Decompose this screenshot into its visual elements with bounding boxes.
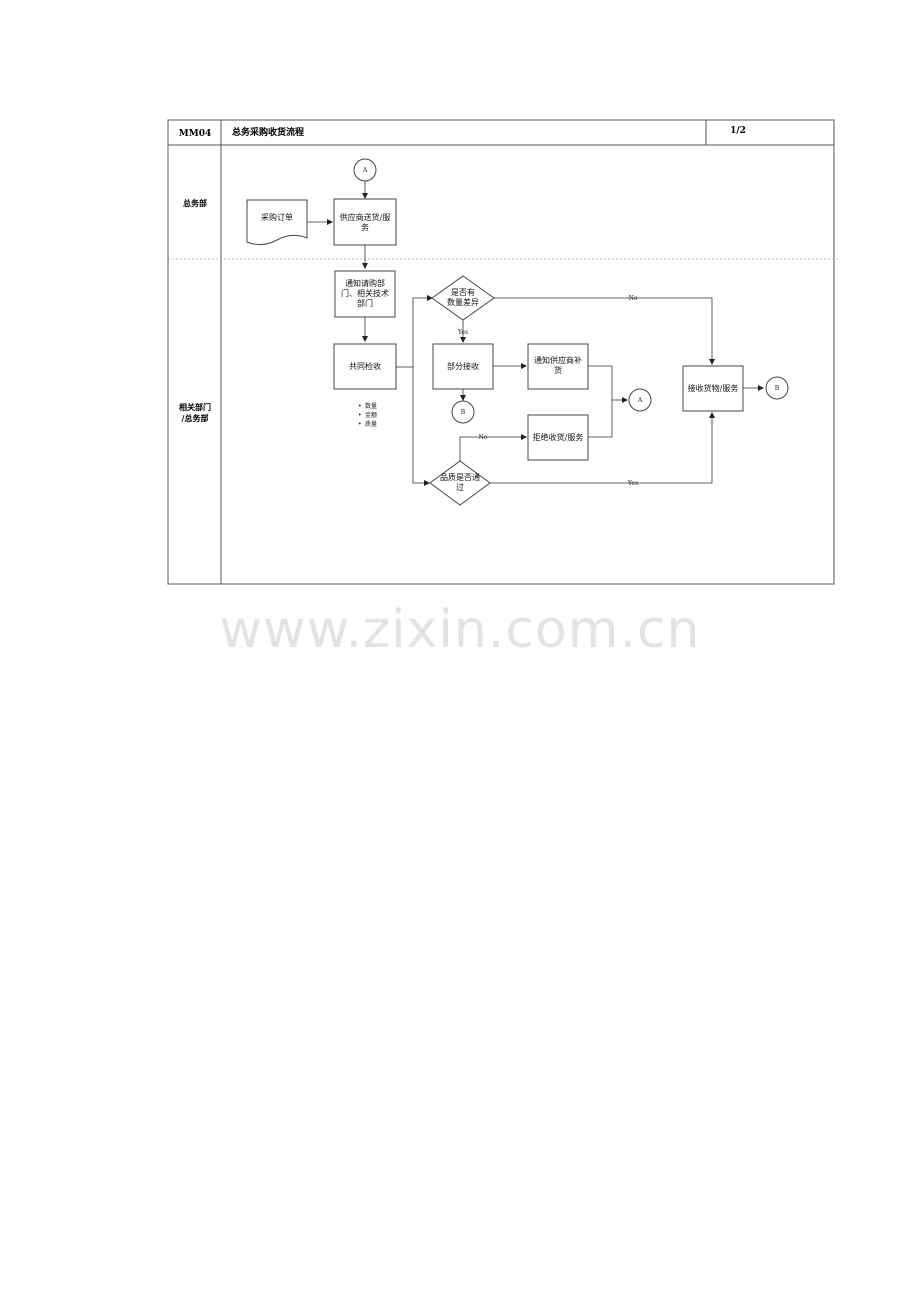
edge-inspection-to-qty-check: [396, 295, 433, 368]
accept-goods-label: 接收货物/服务: [688, 383, 739, 393]
edge-quality-yes-to-accept: [490, 412, 715, 484]
connector-b-mid: [451, 400, 475, 424]
edge-label-quality-no: No: [479, 434, 488, 441]
quality-pass-decision: [429, 460, 491, 506]
edge-quality-no-to-reject: [459, 434, 527, 461]
notify-departments-label-line1: 通知请购部: [345, 278, 385, 288]
lane-label-related-dept-line1: 相关部门: [179, 402, 211, 412]
connector-a-right-label: A: [637, 397, 643, 404]
lane-label-general-affairs: 总务部: [183, 198, 207, 208]
notify-supplier-label-line2: 货: [554, 365, 562, 375]
connector-a-top-label: A: [362, 167, 368, 174]
notify-supplier-label-line1: 通知供应商补: [534, 355, 582, 365]
process-title: 总务采购收货流程: [232, 126, 304, 138]
purchase-order-label: 采购订单: [261, 212, 293, 222]
accept-goods-box: [682, 365, 744, 412]
joint-inspection-box: [333, 343, 397, 390]
inspection-item-bullet-3: •: [358, 421, 362, 428]
diagram-frame: [167, 119, 835, 585]
notify-departments-label-line2: 门、相关技术: [341, 288, 389, 298]
quality-pass-label-line1: 品质是否通: [440, 472, 480, 482]
inspection-item-quality: 质量: [365, 420, 377, 428]
connector-b-mid-label: B: [461, 409, 466, 416]
partial-accept-label: 部分接收: [447, 361, 479, 371]
supplier-delivery-label-line2: 务: [361, 222, 369, 232]
lane-label-related-dept-line2: /总务部: [182, 413, 209, 423]
connector-b-right: [765, 376, 789, 400]
supplier-delivery-label-line1: 供应商送货/服: [340, 212, 391, 222]
reject-label: 拒绝收货/服务: [533, 432, 584, 442]
edge-label-quality-yes: Yes: [627, 480, 638, 487]
connector-a-right: [628, 388, 652, 412]
quantity-difference-label-line1: 是否有: [451, 287, 475, 297]
page-number: 1/2: [730, 126, 746, 136]
edge-label-qty-yes: Yes: [457, 329, 468, 336]
supplier-delivery-box: [333, 198, 397, 246]
notify-supplier-box: [527, 343, 589, 390]
connector-b-right-label: B: [775, 385, 780, 392]
quality-pass-label-line2: 过: [456, 482, 464, 492]
joint-inspection-label: 共同检收: [349, 361, 381, 371]
reject-box: [527, 414, 589, 461]
edge-label-qty-no: No: [629, 295, 638, 302]
inspection-item-amount: 金额: [365, 411, 377, 419]
process-code: MM04: [179, 129, 211, 139]
edge-qty-no-to-accept: [494, 297, 715, 365]
notify-departments-box: [334, 270, 396, 318]
edge-inspection-to-quality-check: [412, 367, 430, 486]
inspection-item-bullet-2: •: [358, 412, 362, 419]
purchase-order-document: [246, 199, 308, 246]
notify-departments-label-line3: 部门: [357, 298, 373, 308]
watermark: www.zixin.com.cn: [219, 600, 701, 660]
inspection-item-quantity: 数量: [365, 402, 377, 410]
partial-accept-box: [432, 343, 494, 390]
quantity-difference-label-line2: 数量差异: [447, 297, 479, 307]
edge-merge-bracket: [588, 365, 613, 438]
inspection-item-bullet-1: •: [358, 403, 362, 410]
